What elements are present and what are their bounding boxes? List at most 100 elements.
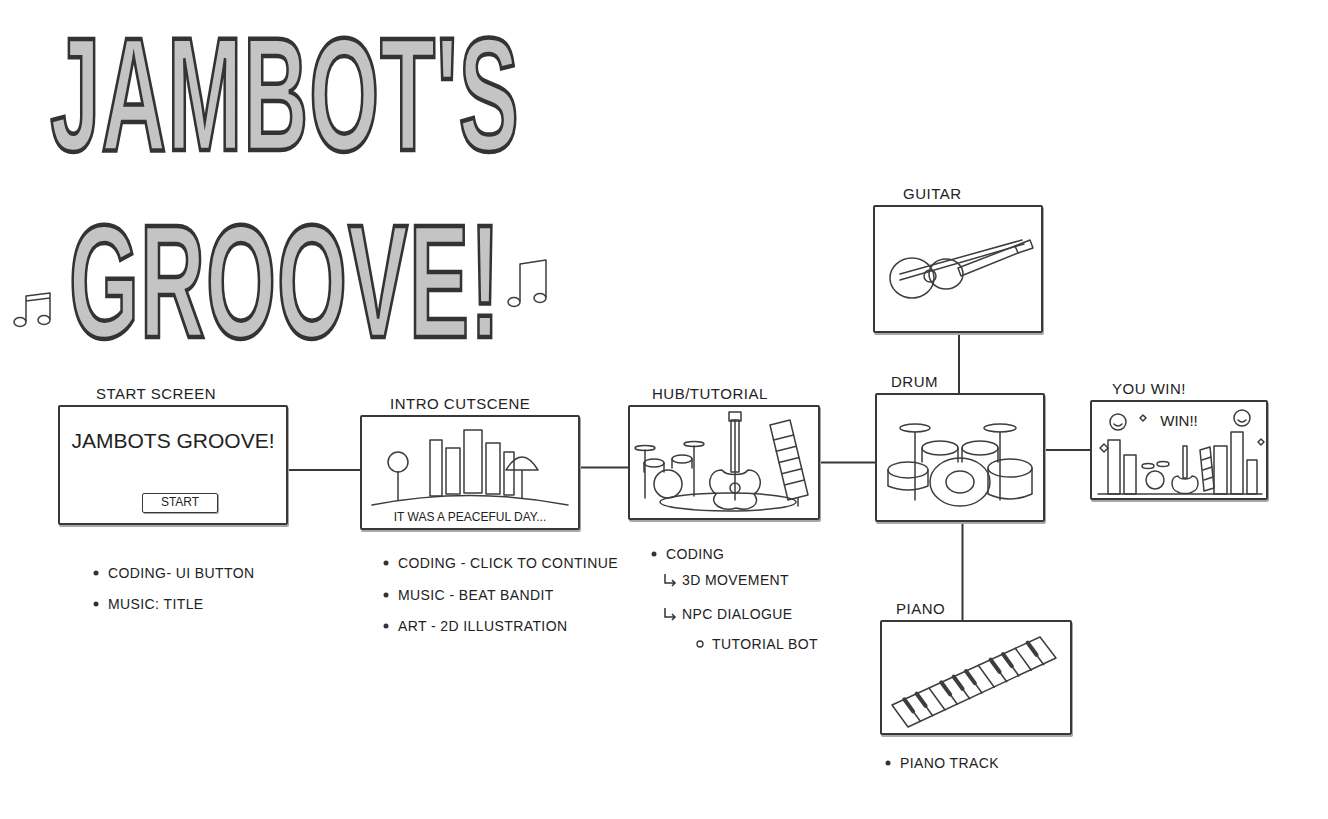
instruments-illustration-stroke bbox=[770, 420, 808, 500]
screen-box: DRUM bbox=[875, 393, 1045, 522]
instruments-illustration-stroke bbox=[672, 455, 692, 463]
design-note: 3D MOVEMENT bbox=[682, 572, 789, 588]
design-note: NPC DIALOGUE bbox=[682, 606, 793, 622]
victory-illustration-stroke bbox=[1114, 424, 1122, 426]
bullet-dot bbox=[384, 561, 389, 566]
bullet-symbol bbox=[662, 606, 678, 622]
music-note-symbol-stroke bbox=[26, 293, 50, 321]
music-note-symbol-stroke bbox=[508, 298, 520, 307]
note-line: NPC DIALOGUE bbox=[662, 606, 793, 622]
piano-illustration-stroke bbox=[892, 637, 1056, 727]
design-note: TUTORIAL BOT bbox=[712, 636, 818, 652]
sub-arrow bbox=[662, 606, 678, 622]
screen-box: INTRO CUTSCENEIT WAS A PEACEFUL DAY... bbox=[360, 415, 580, 530]
screen-box: HUB/TUTORIAL bbox=[628, 405, 820, 520]
instruments-illustration-stroke bbox=[734, 420, 736, 500]
screen-heading: DRUM bbox=[891, 373, 938, 390]
design-note: CODING - CLICK TO CONTINUE bbox=[398, 555, 618, 571]
connector-line bbox=[288, 469, 360, 471]
sub-arrow-stroke bbox=[665, 608, 675, 620]
music-note-symbol-stroke bbox=[38, 316, 50, 325]
note-line: MUSIC: TITLE bbox=[88, 596, 204, 612]
drum-kit-illustration-stroke bbox=[888, 462, 928, 478]
bullet-dot bbox=[384, 624, 389, 629]
drum-kit-illustration-stroke bbox=[922, 441, 958, 455]
city-illustration bbox=[372, 430, 568, 505]
instruments-illustration-stroke bbox=[672, 459, 692, 468]
connector-line bbox=[580, 467, 628, 469]
drum-kit-illustration-stroke bbox=[988, 459, 1032, 477]
instruments-illustration-stroke bbox=[654, 470, 682, 498]
city-illustration-stroke bbox=[464, 430, 482, 493]
bullet-symbol bbox=[692, 636, 708, 652]
bullet-dot bbox=[94, 571, 99, 576]
city-illustration-stroke bbox=[504, 452, 514, 495]
drum-kit-illustration-stroke bbox=[888, 470, 928, 490]
drum-kit-illustration-stroke bbox=[962, 441, 998, 455]
victory-illustration-stroke bbox=[1146, 471, 1164, 489]
connector-line bbox=[958, 333, 960, 393]
instruments-illustration-stroke bbox=[645, 446, 694, 498]
instruments-illustration-stroke bbox=[644, 459, 664, 467]
screen-heading: HUB/TUTORIAL bbox=[652, 385, 768, 402]
connector-line bbox=[962, 522, 964, 620]
instruments-illustration bbox=[635, 412, 808, 511]
design-note: PIANO TRACK bbox=[900, 755, 999, 771]
bullet-point bbox=[378, 555, 394, 571]
connector-line bbox=[1045, 449, 1090, 451]
note-line: CODING- UI BUTTON bbox=[88, 565, 255, 581]
city-illustration-stroke bbox=[388, 452, 408, 472]
note-line: PIANO TRACK bbox=[880, 755, 999, 771]
note-line: CODING bbox=[646, 546, 724, 562]
victory-illustration-stroke bbox=[1183, 446, 1187, 478]
bullet-symbol bbox=[662, 572, 678, 588]
design-note: CODING- UI BUTTON bbox=[108, 565, 255, 581]
drum-kit-illustration-stroke bbox=[984, 424, 1016, 432]
victory-illustration-stroke bbox=[1110, 414, 1126, 430]
victory-illustration bbox=[1098, 410, 1264, 494]
connector-line bbox=[820, 462, 875, 464]
bullet-point bbox=[88, 596, 104, 612]
drum-kit-illustration-stroke bbox=[962, 448, 998, 462]
bullet-point bbox=[692, 636, 708, 652]
instruments-illustration-stroke bbox=[644, 463, 664, 472]
guitar-illustration bbox=[890, 240, 1033, 298]
screen-box: START SCREENJAMBOTS GROOVE!START bbox=[58, 405, 288, 525]
bullet-symbol bbox=[378, 587, 394, 603]
bullet-dot bbox=[94, 602, 99, 607]
note-line: CODING - CLICK TO CONTINUE bbox=[378, 555, 618, 571]
drum-kit-illustration-stroke bbox=[946, 471, 974, 493]
bullet-point bbox=[88, 565, 104, 581]
drum-kit-illustration-stroke bbox=[930, 458, 990, 506]
bullet-point bbox=[378, 587, 394, 603]
bullet-point bbox=[880, 755, 896, 771]
screen-box: YOU WIN!WIN!! bbox=[1090, 400, 1268, 500]
game-title: JAMBOT'S GROOVE! bbox=[40, 2, 530, 375]
music-note-symbol bbox=[14, 293, 50, 327]
victory-illustration-stroke bbox=[1247, 460, 1257, 494]
city-illustration-stroke bbox=[506, 457, 538, 498]
guitar-illustration-stroke bbox=[900, 240, 1024, 280]
screen-box: PIANO bbox=[880, 620, 1072, 735]
piano-illustration-stroke bbox=[904, 643, 1036, 712]
victory-illustration-stroke bbox=[1157, 462, 1169, 467]
bullet-symbol bbox=[646, 546, 662, 562]
bullet-point bbox=[378, 618, 394, 634]
button-label: START bbox=[161, 494, 199, 511]
bullet-symbol bbox=[880, 755, 896, 771]
victory-illustration-stroke bbox=[1234, 410, 1250, 426]
piano-illustration-stroke bbox=[904, 643, 1043, 722]
win-text: WIN!! bbox=[1160, 412, 1198, 429]
victory-illustration-stroke bbox=[1124, 455, 1136, 494]
cutscene-caption: IT WAS A PEACEFUL DAY... bbox=[394, 510, 547, 524]
music-note-symbol bbox=[508, 260, 546, 307]
victory-illustration-stroke bbox=[1200, 447, 1214, 491]
bullet-point bbox=[646, 546, 662, 562]
instruments-illustration-stroke bbox=[660, 493, 796, 511]
music-note-symbol-stroke bbox=[520, 260, 546, 301]
victory-illustration-stroke bbox=[1238, 420, 1246, 422]
instruments-illustration-stroke bbox=[774, 435, 805, 485]
victory-illustration-stroke bbox=[1214, 446, 1227, 494]
screen-box: GUITAR bbox=[873, 205, 1043, 333]
design-note: MUSIC - BEAT BANDIT bbox=[398, 587, 554, 603]
